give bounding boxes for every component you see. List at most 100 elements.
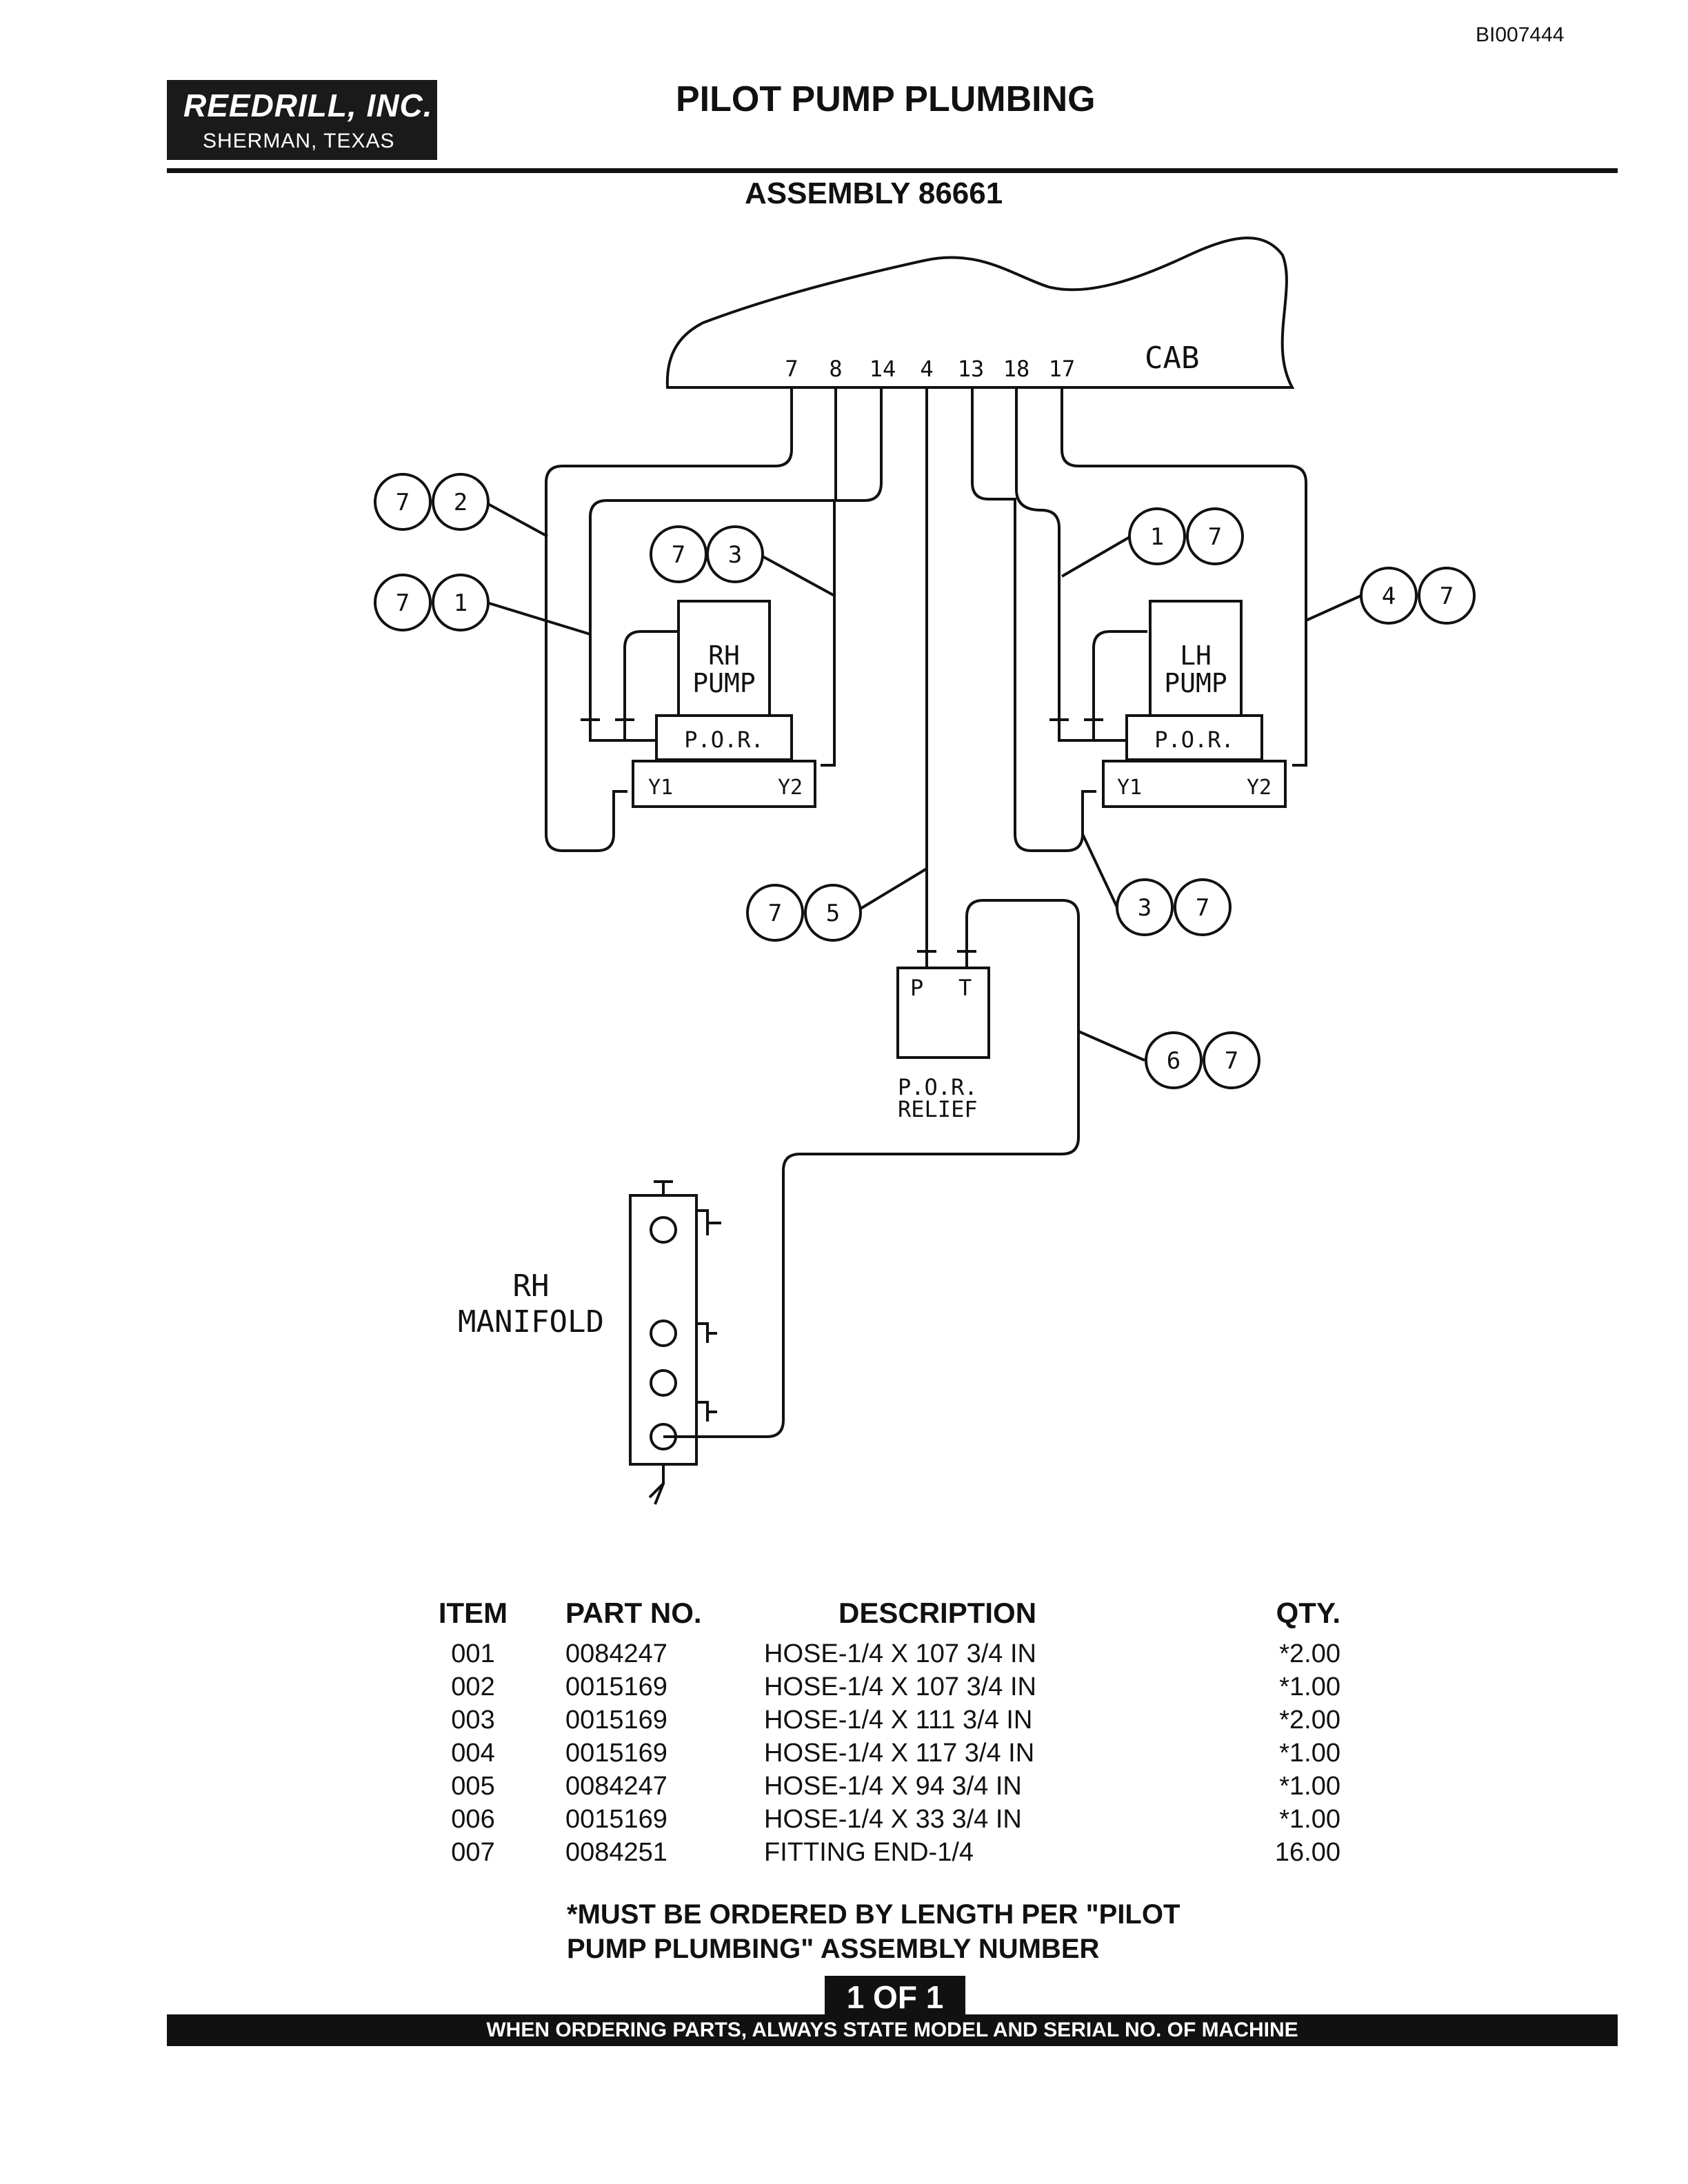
cab-port-18: 18 [1003, 356, 1030, 382]
rh-por-label: P.O.R. [684, 727, 764, 753]
relief-label-2: RELIEF [898, 1096, 978, 1122]
header-qty: QTY. [1276, 1597, 1340, 1629]
footer-notice: WHEN ORDERING PARTS, ALWAYS STATE MODEL … [167, 2014, 1618, 2046]
manifold-label-1: RH [513, 1268, 550, 1304]
callout-7-5-b: 5 [826, 900, 840, 927]
cab-port-4: 4 [920, 356, 933, 382]
lh-por-label: P.O.R. [1154, 727, 1234, 753]
header-rule [167, 168, 1618, 173]
parts-table-header: ITEM PART NO. DESCRIPTION QTY. [430, 1597, 1340, 1639]
row-item: 001 [451, 1639, 495, 1668]
rh-y-block [632, 760, 816, 808]
lh-pump-loop [1092, 630, 1147, 720]
table-row: 002 0015169 HOSE-1/4 X 107 3/4 IN *1.00 [430, 1672, 1340, 1706]
page-indicator: 1 OF 1 [825, 1976, 965, 2019]
callout-7-5-a: 7 [768, 900, 782, 927]
row-part-no: 0015169 [565, 1706, 667, 1735]
row-description: HOSE-1/4 X 33 3/4 IN [764, 1805, 1022, 1834]
header-description: DESCRIPTION [838, 1597, 1037, 1629]
ordering-note-line-2: PUMP PLUMBING" ASSEMBLY NUMBER [567, 1934, 1100, 1964]
cab-port-7: 7 [785, 356, 798, 382]
rh-pump-label-2: PUMP [692, 668, 756, 698]
row-qty: *1.00 [1279, 1672, 1340, 1701]
callout-7-1-b: 1 [454, 589, 468, 617]
row-description: HOSE-1/4 X 107 3/4 IN [764, 1672, 1036, 1701]
page-title: PILOT PUMP PLUMBING [676, 79, 1096, 119]
company-location: SHERMAN, TEXAS [203, 130, 395, 152]
row-qty: *1.00 [1279, 1805, 1340, 1834]
lh-pump-label-1: LH [1180, 640, 1212, 671]
row-part-no: 0015169 [565, 1805, 667, 1834]
table-row: 006 0015169 HOSE-1/4 X 33 3/4 IN *1.00 [430, 1805, 1340, 1838]
lh-pump-label-2: PUMP [1164, 668, 1227, 698]
rh-y2-label: Y2 [778, 776, 803, 800]
hose-003-rh [821, 387, 883, 767]
row-item: 006 [451, 1805, 495, 1834]
callout-6-7-a: 6 [1167, 1047, 1180, 1075]
callout-7-2-b: 2 [454, 489, 468, 516]
hose-001-lh [1015, 387, 1061, 720]
table-row: 004 0015169 HOSE-1/4 X 117 3/4 IN *1.00 [430, 1739, 1340, 1772]
table-row: 005 0084247 HOSE-1/4 X 94 3/4 IN *1.00 [430, 1772, 1340, 1805]
por-relief-valve [896, 967, 990, 1059]
row-description: HOSE-1/4 X 111 3/4 IN [764, 1706, 1033, 1735]
row-item: 005 [451, 1772, 495, 1801]
hose-001-rh [589, 387, 837, 720]
table-row: 007 0084251 FITTING END-1/4 16.00 [430, 1838, 1340, 1871]
hose-003-lh [971, 387, 1096, 852]
header-part-no: PART NO. [565, 1597, 702, 1629]
callout-7-3-a: 7 [672, 541, 685, 569]
hose-006 [663, 899, 1080, 1438]
callout-7-3-b: 3 [728, 541, 742, 569]
table-row: 001 0084247 HOSE-1/4 X 107 3/4 IN *2.00 [430, 1639, 1340, 1672]
rh-pump-loop [623, 630, 677, 720]
cab-label: CAB [1145, 341, 1199, 376]
lh-y2-label: Y2 [1247, 776, 1272, 800]
hose-002 [545, 387, 793, 852]
row-part-no: 0015169 [565, 1739, 667, 1768]
cab-port-14: 14 [870, 356, 896, 382]
lh-y1-label: Y1 [1117, 776, 1142, 800]
callout-7-2-a: 7 [396, 489, 410, 516]
callout-4-7-b: 7 [1440, 583, 1454, 610]
relief-port-t: T [958, 975, 972, 1001]
row-item: 007 [451, 1838, 495, 1867]
callout-3-7-b: 7 [1196, 894, 1209, 922]
callout-1-7-a: 1 [1150, 523, 1164, 551]
row-description: HOSE-1/4 X 107 3/4 IN [764, 1639, 1036, 1668]
row-part-no: 0015169 [565, 1672, 667, 1701]
row-qty: 16.00 [1274, 1838, 1340, 1867]
cab-port-17: 17 [1049, 356, 1076, 382]
rh-y1-label: Y1 [648, 776, 673, 800]
callout-7-1-a: 7 [396, 589, 410, 617]
cab-outline [665, 236, 1295, 389]
row-part-no: 0084247 [565, 1639, 667, 1668]
row-item: 003 [451, 1706, 495, 1735]
row-item: 004 [451, 1739, 495, 1768]
row-qty: *1.00 [1279, 1772, 1340, 1801]
callout-1-7-b: 7 [1208, 523, 1222, 551]
company-name: REEDRILL, INC. [183, 88, 433, 123]
cab-port-13: 13 [958, 356, 985, 382]
header-item: ITEM [438, 1597, 508, 1629]
relief-port-p: P [910, 975, 923, 1001]
document-id: BI007444 [1476, 23, 1565, 46]
row-qty: *2.00 [1279, 1639, 1340, 1668]
row-description: HOSE-1/4 X 94 3/4 IN [764, 1772, 1022, 1801]
row-part-no: 0084251 [565, 1838, 667, 1867]
relief-label-1: P.O.R. [898, 1074, 978, 1100]
manifold-label-2: MANIFOLD [458, 1304, 604, 1339]
row-qty: *2.00 [1279, 1706, 1340, 1735]
cab-port-8: 8 [829, 356, 842, 382]
ordering-note-line-1: *MUST BE ORDERED BY LENGTH PER "PILOT [567, 1899, 1180, 1930]
assembly-number: ASSEMBLY 86661 [745, 176, 1003, 210]
row-item: 002 [451, 1672, 495, 1701]
row-description: FITTING END-1/4 [764, 1838, 974, 1867]
parts-table: ITEM PART NO. DESCRIPTION QTY. 001 00842… [430, 1597, 1340, 1871]
row-description: HOSE-1/4 X 117 3/4 IN [764, 1739, 1035, 1768]
rh-pump-label-1: RH [708, 640, 740, 671]
callout-6-7-b: 7 [1225, 1047, 1238, 1075]
ordering-note: *MUST BE ORDERED BY LENGTH PER "PILOT PU… [567, 1897, 1180, 1966]
lh-y-block [1102, 760, 1287, 808]
